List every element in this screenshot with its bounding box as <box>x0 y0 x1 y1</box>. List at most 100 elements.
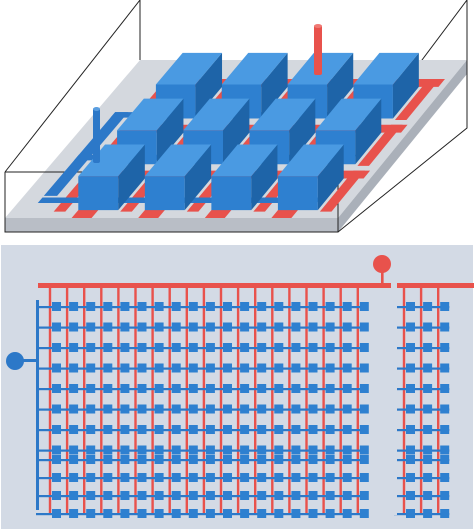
rack-node <box>423 302 433 311</box>
server-rack <box>78 144 145 211</box>
rack-node <box>205 491 215 500</box>
rack-node <box>154 455 164 464</box>
blue-row-pipe <box>36 449 364 452</box>
rack-node <box>223 384 232 393</box>
rack-node <box>308 425 318 434</box>
rack-node <box>103 425 113 434</box>
rack-node <box>154 445 164 455</box>
rack-node <box>308 509 318 518</box>
rack-node <box>440 445 450 455</box>
rack-node <box>86 302 96 311</box>
red-column-pipe <box>356 283 359 515</box>
blue-row-pipe <box>394 513 450 516</box>
rack-node <box>325 473 335 482</box>
rack-node <box>240 302 250 311</box>
rack-node <box>86 509 96 518</box>
rack-node <box>342 404 352 414</box>
red-column-pipe <box>402 283 406 515</box>
rack-node <box>423 363 433 373</box>
blue-riser-pipe <box>93 108 100 163</box>
rack-node <box>205 473 215 482</box>
rack-node <box>154 322 164 332</box>
rack-node <box>205 445 215 455</box>
rack-node <box>120 509 130 518</box>
rack-top-face <box>78 144 145 177</box>
blue-row-pipe <box>36 388 364 391</box>
rack-node <box>359 302 369 311</box>
rack-node <box>103 455 113 464</box>
blue-row-pipe <box>36 408 364 411</box>
rack-node <box>120 363 130 373</box>
rack-node <box>120 491 130 500</box>
rack-node <box>291 322 301 332</box>
rack-node <box>52 491 61 500</box>
rack-node <box>188 363 198 373</box>
red-column-pipe <box>185 283 188 515</box>
rack-node <box>52 404 61 414</box>
rack-top-face <box>211 144 278 177</box>
rack-node <box>440 404 450 414</box>
rack-top-face <box>221 52 288 85</box>
rack-node <box>69 384 79 393</box>
rack-node <box>154 473 164 482</box>
rack-node <box>137 404 147 414</box>
red-branch-pipe <box>394 78 441 121</box>
rack-node <box>103 473 113 482</box>
rack-node <box>103 445 113 455</box>
rack-node <box>120 425 130 434</box>
rack-node <box>171 445 181 455</box>
rack-node <box>291 302 301 311</box>
blue-row-pipe <box>36 477 364 480</box>
rack-node <box>188 384 198 393</box>
blue-row-pipe <box>36 495 364 498</box>
rack-node <box>291 425 301 434</box>
rack-node <box>223 322 232 332</box>
rack-node <box>52 343 61 352</box>
rack-node <box>223 491 232 500</box>
rack-node <box>359 425 369 434</box>
rack-node <box>423 491 433 500</box>
blue-row-pipe <box>394 326 450 329</box>
floor-side-face <box>338 60 467 232</box>
rack-node <box>188 343 198 352</box>
rack-node <box>423 404 433 414</box>
rack-node <box>137 384 147 393</box>
rack-node <box>342 455 352 464</box>
rack-node <box>257 404 267 414</box>
rack-side-face <box>392 52 419 119</box>
rack-node <box>342 363 352 373</box>
rack-node <box>103 384 113 393</box>
rack-node <box>274 363 284 373</box>
rack-node <box>171 509 181 518</box>
red-column-pipe <box>134 283 137 515</box>
rack-node <box>423 425 433 434</box>
rack-node <box>274 322 284 332</box>
rack-node <box>171 404 181 414</box>
red-column-pipe <box>168 283 171 515</box>
rack-node <box>223 404 232 414</box>
rack-node <box>359 455 369 464</box>
rack-node <box>188 491 198 500</box>
rack-node <box>325 302 335 311</box>
rack-node <box>342 509 352 518</box>
rack-node <box>325 343 335 352</box>
blue-row-pipe <box>36 326 364 329</box>
rack-node <box>257 363 267 373</box>
rack-node <box>171 322 181 332</box>
rack-node <box>188 322 198 332</box>
blue-row-pipe <box>394 495 450 498</box>
rack-node <box>205 384 215 393</box>
rack-node <box>325 404 335 414</box>
server-rack <box>144 144 212 211</box>
rack-top-face <box>117 98 184 131</box>
rack-node <box>359 404 369 414</box>
rack-node <box>308 404 318 414</box>
rack-node <box>69 455 79 464</box>
rack-node <box>423 509 433 518</box>
rack-node <box>274 343 284 352</box>
blue-row-pipe <box>36 367 364 370</box>
rack-node <box>240 473 250 482</box>
rack-node <box>423 455 433 464</box>
rack-node <box>359 363 369 373</box>
